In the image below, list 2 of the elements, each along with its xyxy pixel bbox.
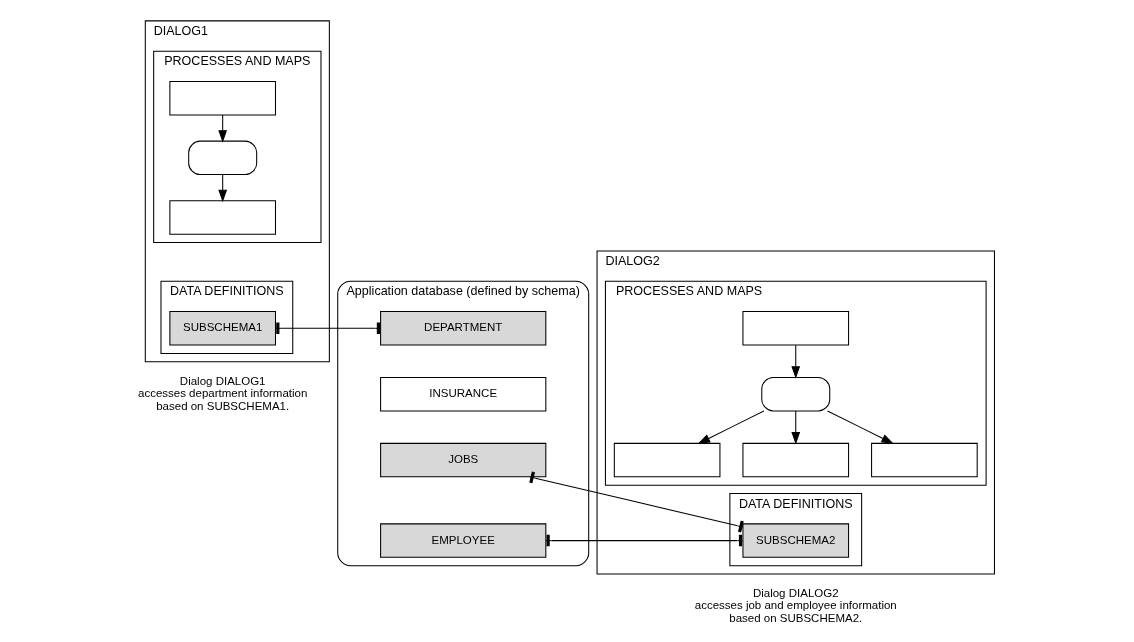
label: Dialog DIALOG2 accesses job and employee information based on SUBSCHEMA2. (694, 586, 897, 624)
label: Dialog DIALOG1 accesses department information based on SUBSCHEMA1. (137, 374, 308, 412)
